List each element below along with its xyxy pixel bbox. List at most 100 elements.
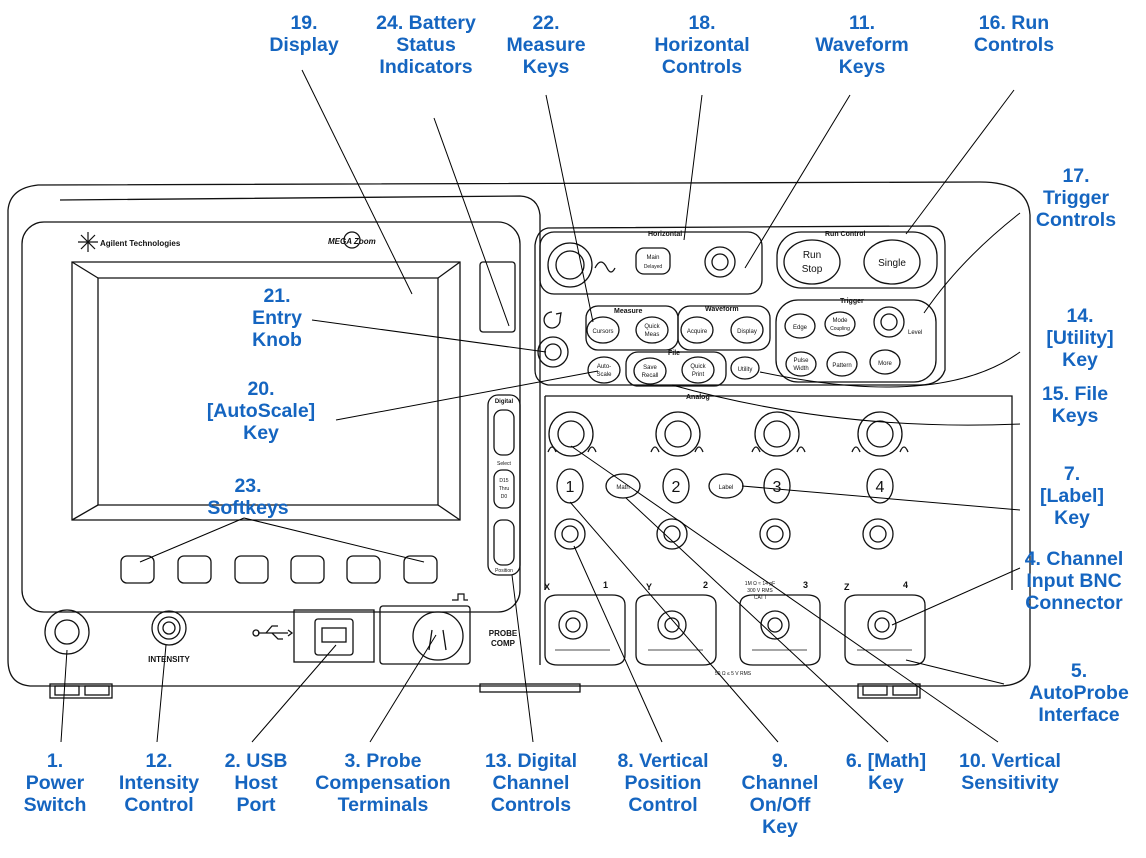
callout-usb-host-port: 2. USB Host Port [210, 750, 302, 816]
horizontal-scale-knob[interactable] [548, 243, 592, 287]
channel-3-number: 3 [773, 479, 782, 496]
callout-channel-on-off: 9. Channel On/Off Key [728, 750, 832, 838]
callout-power-switch: 1. Power Switch [10, 750, 100, 816]
intensity-label: INTENSITY [148, 655, 190, 664]
brand-logo-text: MEGA Zoom [328, 237, 376, 246]
callout-battery-status: 24. Battery Status Indicators [368, 12, 484, 78]
callout-entry-knob: 21. Entry Knob [236, 285, 318, 351]
input-spec-bottom: 50 Ω ≤ 5 V RMS [715, 671, 752, 677]
callout-intensity-control: 12. Intensity Control [104, 750, 214, 816]
probe-compensation-terminals[interactable] [413, 612, 463, 660]
callout-autoprobe-interface: 5. AutoProbe Interface [1018, 660, 1140, 726]
agilent-logo-icon [78, 232, 98, 252]
run-control-label: Run Control [825, 231, 865, 238]
main-label: Main [646, 255, 659, 261]
recall-label: Recall [642, 373, 659, 379]
input-spec-1: 1M Ω ≈ 14 pF [745, 581, 775, 587]
softkey-row[interactable] [121, 556, 437, 583]
softkey-5[interactable] [347, 556, 380, 583]
cursors-label: Cursors [592, 329, 613, 335]
input-x-letter: X [544, 582, 550, 592]
run-stop-key[interactable] [784, 240, 840, 284]
quick-print-label-1: Quick [690, 364, 706, 370]
channel-1-bnc[interactable] [545, 595, 625, 665]
thru-label: Thru [499, 486, 510, 492]
digital-position-key[interactable] [494, 520, 514, 565]
channel-3-scale-knob[interactable] [755, 412, 799, 456]
callout-display: 19. Display [262, 12, 346, 56]
channel-2-number: 2 [672, 479, 681, 496]
softkey-1[interactable] [121, 556, 154, 583]
vertical-position-knobs[interactable] [555, 519, 893, 549]
softkey-3[interactable] [235, 556, 268, 583]
callout-autoscale-key: 20. [AutoScale] Key [188, 378, 334, 444]
callout-trigger-controls: 17. Trigger Controls [1026, 165, 1126, 231]
quick-print-key[interactable] [682, 357, 714, 383]
trigger-label: Trigger [840, 298, 864, 305]
width-label: Width [793, 366, 808, 372]
horizontal-position-knob[interactable] [705, 247, 735, 277]
probe-label: PROBE [489, 629, 518, 638]
channel-2-scale-knob[interactable] [656, 412, 700, 456]
pulse-label: Pulse [793, 358, 809, 364]
channel-4-bnc[interactable] [845, 595, 925, 665]
digital-select-key[interactable] [494, 410, 514, 455]
channel-3-position-knob[interactable] [760, 519, 790, 549]
channel-4-position-knob[interactable] [863, 519, 893, 549]
mode-label: Mode [832, 318, 848, 324]
main-delayed-key[interactable] [636, 248, 670, 274]
quick-label: Quick [644, 324, 660, 330]
quick-meas-key[interactable] [636, 317, 668, 343]
channel-1-number: 1 [566, 479, 575, 496]
autoscale-key[interactable] [588, 357, 620, 383]
brand-company: Agilent Technologies [100, 239, 181, 248]
front-foot-center [480, 684, 580, 692]
auto-label: Auto- [597, 364, 611, 370]
channel-1-position-knob[interactable] [555, 519, 585, 549]
softkey-4[interactable] [291, 556, 324, 583]
channel-input-bnc-connectors[interactable] [545, 595, 925, 665]
comp-label: COMP [491, 639, 516, 648]
callout-waveform-keys: 11. Waveform Keys [800, 12, 924, 78]
mode-coupling-key[interactable] [825, 312, 855, 336]
intensity-knob[interactable] [152, 611, 186, 645]
save-recall-key[interactable] [634, 358, 666, 384]
input-spec-2: 300 V RMS [747, 588, 773, 594]
callout-vertical-sensitivity: 10. Vertical Sensitivity [940, 750, 1080, 794]
stop-label: Stop [802, 264, 823, 275]
callout-math-key: 6. [Math] Key [828, 750, 944, 794]
measure-label: Measure [614, 308, 643, 315]
callout-measure-keys: 22. Measure Keys [494, 12, 598, 78]
math-label: Math [616, 485, 629, 491]
usb-host-port[interactable] [315, 619, 353, 655]
callout-utility-key: 14. [Utility] Key [1030, 305, 1130, 371]
usb-icon [253, 626, 292, 639]
quick-print-label-2: Print [692, 372, 705, 378]
panel-text: Agilent Technologies MEGA Zoom Horizonta… [100, 231, 922, 677]
entry-knob-rotate-icon [544, 312, 561, 328]
battery-status-indicators [480, 262, 515, 332]
delayed-label: Delayed [644, 264, 663, 270]
display-key-label: Display [737, 329, 757, 335]
channel-1-scale-knob[interactable] [549, 412, 593, 456]
d15-label: D15 [499, 478, 508, 484]
usb-host-port-panel [294, 610, 374, 662]
analog-label: Analog [686, 394, 710, 401]
horizontal-controls-box [540, 232, 762, 294]
softkey-6[interactable] [404, 556, 437, 583]
pulse-width-key[interactable] [786, 352, 816, 376]
digital-channel-strip [488, 395, 520, 575]
channel-4-number: 4 [876, 479, 885, 496]
horizontal-label: Horizontal [648, 231, 682, 238]
softkey-2[interactable] [178, 556, 211, 583]
save-label: Save [643, 365, 657, 371]
channel-4-waveform-icon [852, 447, 908, 452]
input-4-number: 4 [903, 580, 908, 590]
single-label: Single [878, 258, 906, 269]
channel-4-scale-knob[interactable] [858, 412, 902, 456]
file-box [626, 352, 726, 386]
power-switch[interactable] [45, 610, 89, 654]
utility-label: Utility [738, 367, 753, 373]
trigger-level-knob[interactable] [874, 307, 904, 337]
